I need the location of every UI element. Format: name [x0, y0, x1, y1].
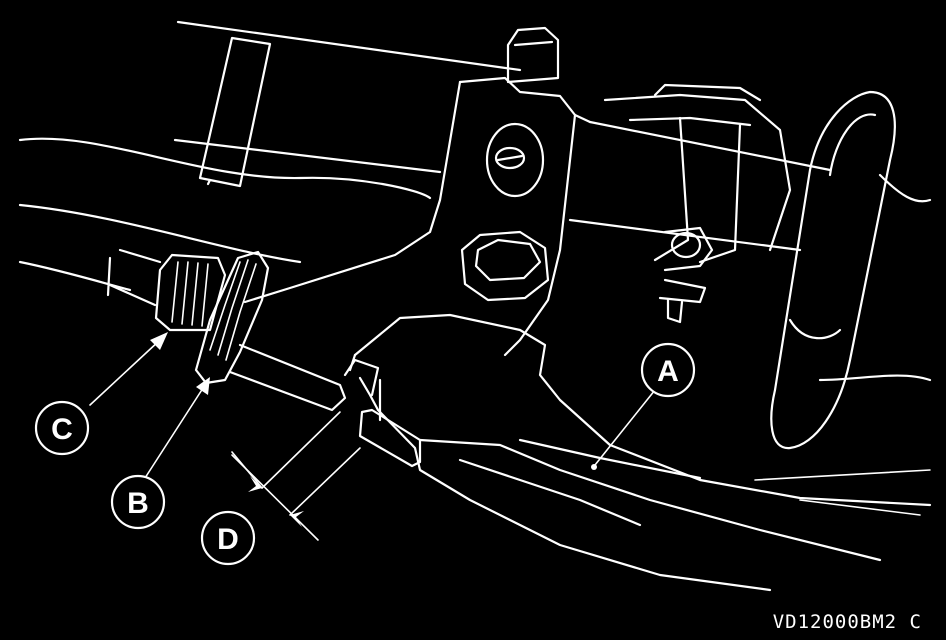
- callout-d-label: D: [217, 523, 239, 556]
- callout-b: B: [110, 474, 166, 530]
- leader-a: [591, 389, 656, 470]
- lever-holder: [243, 26, 792, 357]
- callout-c-label: C: [51, 413, 73, 446]
- dimension-d: [231, 411, 361, 541]
- figure-code: VD12000BM2 C: [773, 611, 922, 633]
- clutch-lever: [348, 313, 932, 592]
- adjuster-knob: [194, 250, 270, 385]
- callout-b-label: B: [127, 487, 149, 520]
- pivot-bolt: [460, 230, 550, 302]
- grip-end: [770, 90, 932, 450]
- lever-tip: [228, 343, 422, 468]
- callout-a-label: A: [657, 355, 679, 388]
- callout-d: D: [200, 510, 256, 566]
- locknut: [106, 248, 227, 332]
- leader-b: [144, 377, 210, 479]
- handlebar: [18, 20, 832, 292]
- callout-a: A: [640, 342, 696, 398]
- callout-c: C: [34, 400, 90, 456]
- leader-c: [89, 332, 168, 406]
